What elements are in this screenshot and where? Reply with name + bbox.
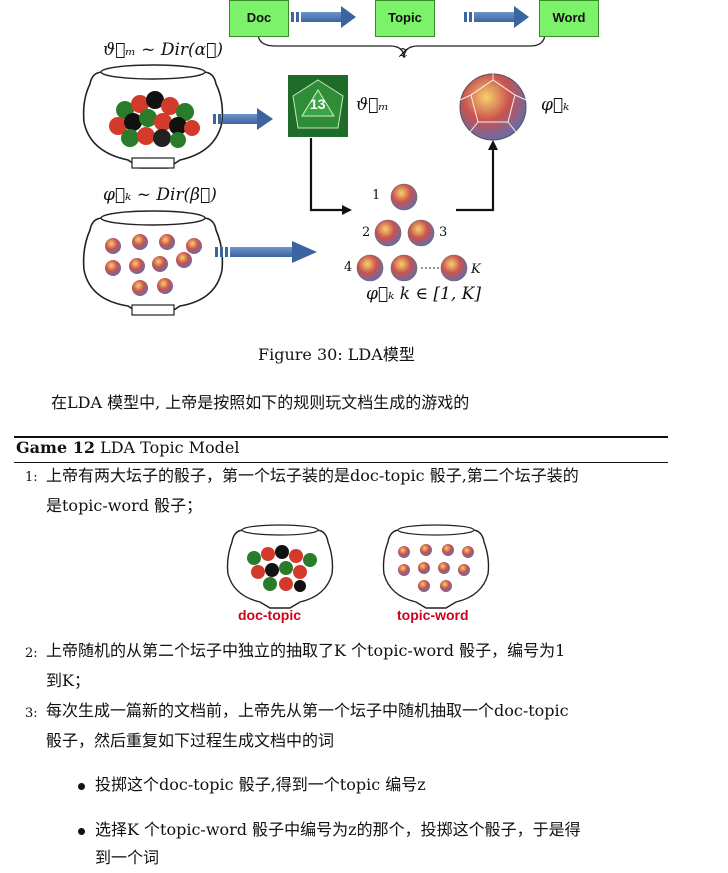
- doc-topic-jar: [82, 64, 224, 169]
- lda-diagram: [82, 6, 546, 316]
- mini-topic-word-jar: [382, 524, 490, 609]
- bullet-2: [78, 828, 85, 835]
- arrow-topic-word: [464, 6, 529, 28]
- connector-group-to-word: [456, 150, 495, 212]
- arrow-doc-topic: [291, 6, 356, 28]
- bullet-1-text: 投掷这个doc-topic 骰子,得到一个topic 编号z: [95, 775, 426, 794]
- dice-num-1: 1: [372, 188, 381, 203]
- step-2-line1: 上帝随机的从第二个坛子中独立的抽取了K 个topic-word 骰子，编号为1: [46, 641, 566, 660]
- k-range: φ⃗ₖ k ∈ [1, K]: [366, 284, 481, 304]
- bullet-2-line2: 到一个词: [95, 848, 160, 867]
- dice-triangle: [356, 183, 468, 282]
- step-3-num: 3:: [25, 706, 38, 721]
- z-label: z: [399, 42, 408, 62]
- step-3-line1: 每次生成一篇新的文档前，上帝先从第一个坛子中随机抽取一个doc-topic: [46, 701, 569, 720]
- game-title-rest: LDA Topic Model: [94, 438, 240, 457]
- arrow-jar-to-dice-group: [215, 241, 317, 263]
- intro-text: 在LDA 模型中, 上帝是按照如下的规则玩文档生成的游戏的: [51, 393, 470, 412]
- step-1-line1: 上帝有两大坛子的骰子，第一个坛子装的是doc-topic 骰子,第二个坛子装的: [46, 466, 579, 485]
- box-doc: Doc: [229, 0, 289, 37]
- step-3-line2: 骰子，然后重复如下过程生成文档中的词: [46, 731, 335, 750]
- connector-arrowhead: [342, 205, 352, 215]
- dice-num-4: 4: [344, 260, 353, 275]
- theta-prior: ϑ⃗ₘ ~ Dir(α⃗): [103, 40, 223, 60]
- connector-die-to-group: [309, 138, 342, 212]
- topic-word-die: [459, 73, 527, 141]
- dice-num-3: 3: [439, 225, 448, 240]
- dice-pile: [109, 91, 200, 148]
- mini-jars: [226, 524, 490, 609]
- step-1-line2: 是topic-word 骰子；: [46, 496, 203, 515]
- mini-doc-topic-jar: [226, 524, 334, 609]
- z-brace: [257, 32, 546, 59]
- step-2-num: 2:: [25, 646, 38, 661]
- theta-label: ϑ⃗ₘ: [356, 95, 389, 115]
- game-title-bold: Game 12: [16, 438, 95, 457]
- small-dice: [105, 234, 202, 296]
- box-word: Word: [539, 0, 599, 37]
- step-1-num: 1:: [25, 470, 38, 485]
- dice-num-2: 2: [362, 225, 371, 240]
- connector-arrowhead-up: [488, 140, 498, 150]
- dice-num-k: K: [471, 262, 481, 277]
- bullet-1: [78, 783, 85, 790]
- phi-prior: φ⃗ₖ ~ Dir(β⃗): [103, 185, 217, 205]
- arrow-jar-to-doc-die: [213, 108, 273, 130]
- game-mid-rule: [14, 462, 668, 463]
- topic-word-jar: [82, 210, 224, 316]
- step-2-line2: 到K；: [46, 671, 90, 690]
- label-topic-word: topic-word: [397, 607, 469, 623]
- box-topic: Topic: [375, 0, 435, 37]
- figure-caption: Figure 30: LDA模型: [258, 345, 415, 364]
- doc-topic-die: [288, 75, 348, 137]
- die-face-number: 13: [310, 96, 326, 112]
- label-doc-topic: doc-topic: [238, 607, 301, 623]
- game-title: Game 12 LDA Topic Model: [16, 438, 239, 457]
- phi-label: φ⃗ₖ: [541, 95, 570, 115]
- game-top-rule: [14, 436, 668, 438]
- bullet-2-line1: 选择K 个topic-word 骰子中编号为z的那个，投掷这个骰子，于是得: [95, 820, 581, 839]
